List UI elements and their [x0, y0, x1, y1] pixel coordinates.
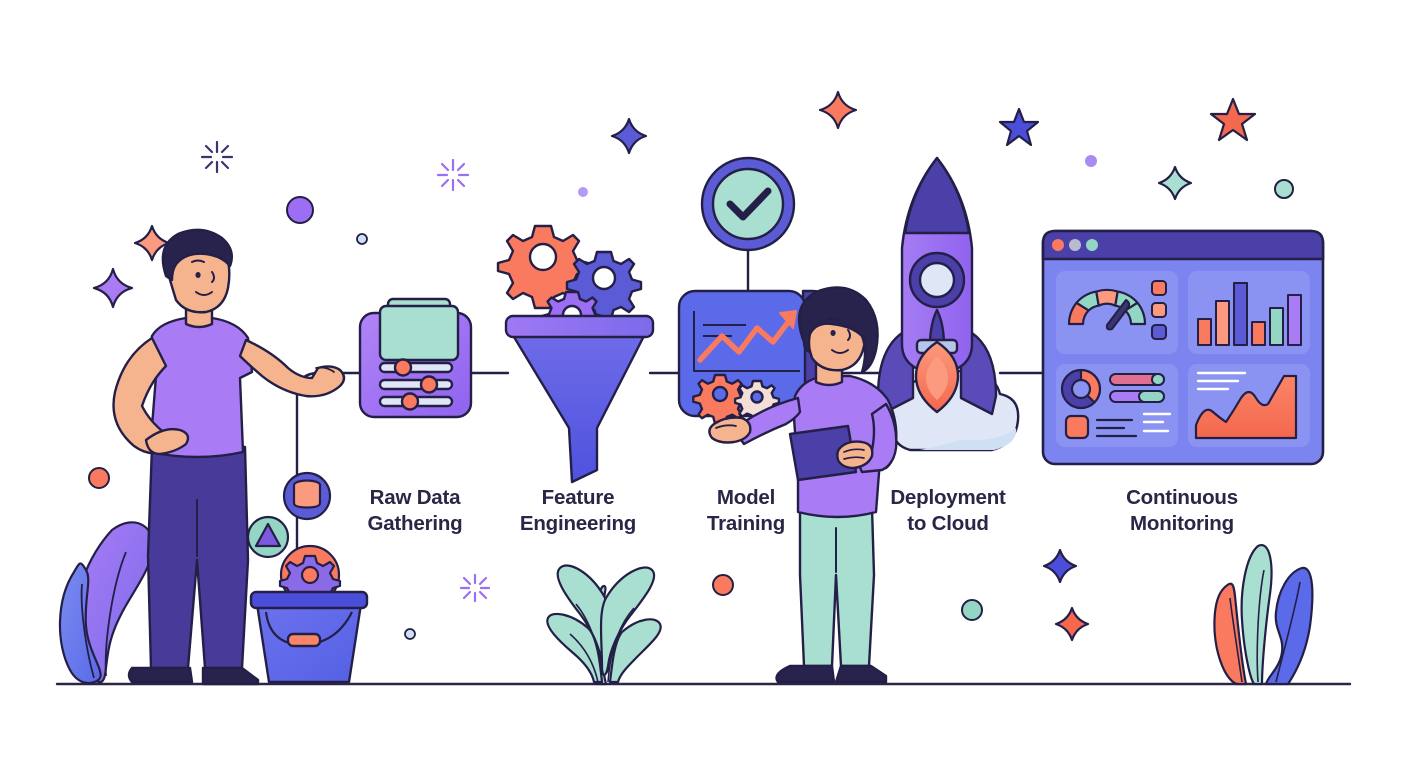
rocket-flame-inner [926, 356, 948, 400]
dot-teal-right [1274, 179, 1294, 199]
person-left-shoe-right [201, 666, 260, 686]
star-4point-teal [1157, 165, 1193, 201]
triangle-badge-icon [246, 515, 290, 559]
check-circle-icon [700, 156, 796, 252]
bucket-icon [249, 590, 369, 684]
plant-center-decor [546, 564, 662, 686]
funnel-body [509, 330, 648, 484]
person-right-hand-open [708, 416, 752, 444]
area-chart-panel [1188, 364, 1310, 447]
person-right-hand-holding [836, 440, 874, 470]
donut-text-lines-white [1142, 412, 1172, 433]
cloud-shade [920, 428, 1017, 450]
dot-coral-mid [712, 574, 734, 596]
step-label-model-training: Model Training [706, 486, 786, 535]
bucket-grip [286, 632, 322, 648]
data-card-sliders-icon [358, 297, 473, 419]
trend-arrow-head [779, 310, 797, 329]
chart-growth-panel-icon [677, 156, 830, 425]
step-label-continuous-monitoring: Continuous Monitoring [1126, 486, 1238, 535]
panel-gear-coral [692, 373, 748, 425]
panel-chart-axes [693, 311, 800, 372]
person-right-eye [830, 330, 836, 336]
person-right-shoe-left [775, 664, 836, 684]
person-left-hair [161, 228, 233, 282]
sparkle-burst-navy [200, 140, 234, 174]
rocket-window-inner [918, 261, 956, 299]
star-5point-coral [1209, 97, 1257, 142]
star-4point-purple-left [92, 267, 134, 309]
plant-left-decor [58, 521, 155, 685]
slider-rows [378, 358, 454, 411]
person-right-legs [798, 506, 876, 668]
dot-teal-bottom [961, 599, 983, 621]
dot-blue-small [356, 233, 368, 245]
person-right-hair [797, 286, 879, 374]
funnel-rim [504, 314, 655, 339]
window-titlebar [1041, 229, 1325, 261]
star-4point-coral [818, 90, 858, 130]
window-dot-green [1086, 239, 1098, 251]
donut-bar-rows [1109, 373, 1165, 403]
plant-right-decor [1213, 544, 1314, 686]
bar-chart-panel [1188, 271, 1310, 354]
star-4point-indigo-top [610, 117, 648, 155]
dashboard-window-icon [1041, 229, 1325, 466]
dot-purple-tiny-right [1085, 155, 1097, 167]
person-left [112, 228, 346, 686]
sparkle-burst-purple-bottom [459, 573, 491, 603]
dot-purple-tiny [578, 187, 588, 197]
person-left-shoe-left [127, 666, 194, 684]
donut-panel [1056, 364, 1178, 447]
step-label-deployment-to-cloud: Deployment to Cloud [890, 486, 1006, 535]
database-badge-icon [282, 471, 332, 521]
person-right [708, 286, 898, 684]
document-sheet [378, 304, 460, 362]
step-label-feature-engineering: Feature Engineering [519, 486, 637, 535]
person-left-eye [195, 272, 201, 278]
upward-trend-arrow [697, 314, 795, 363]
rocket-nose-cone [903, 156, 971, 235]
person-left-arm-extended [238, 338, 346, 398]
star-4point-coral-left [133, 224, 171, 262]
star-5point-indigo [998, 107, 1040, 147]
star-4point-indigo-bottom [1042, 548, 1078, 584]
area-chart-series [1194, 374, 1298, 440]
dot-blue-bottom-left [404, 628, 416, 640]
dot-purple-large [286, 196, 314, 224]
sparkle-burst-purple [436, 158, 470, 192]
window-dot-gray [1069, 239, 1081, 251]
donut-text-lines-navy [1095, 418, 1138, 438]
step-label-raw-data-gathering: Raw Data Gathering [367, 486, 463, 535]
person-right-shoe-right [834, 664, 888, 684]
funnel-gears-icon [496, 224, 655, 484]
person-left-shirt [143, 316, 254, 459]
gear-coral-large [496, 224, 590, 310]
star-4point-coral-bottom [1054, 606, 1090, 642]
window-dot-red [1052, 239, 1064, 251]
dot-coral-left [88, 467, 110, 489]
tablet-device [788, 424, 858, 482]
donut-chart [1060, 368, 1102, 410]
area-text-lines [1196, 371, 1247, 391]
person-left-legs [146, 445, 250, 670]
gauge-panel [1056, 271, 1178, 354]
gauge-needle [1105, 299, 1131, 331]
rocket-cloud-icon [876, 156, 1020, 452]
decor-dots [88, 155, 1294, 640]
donut-swatch [1064, 414, 1090, 440]
gauge-legend [1151, 280, 1167, 340]
